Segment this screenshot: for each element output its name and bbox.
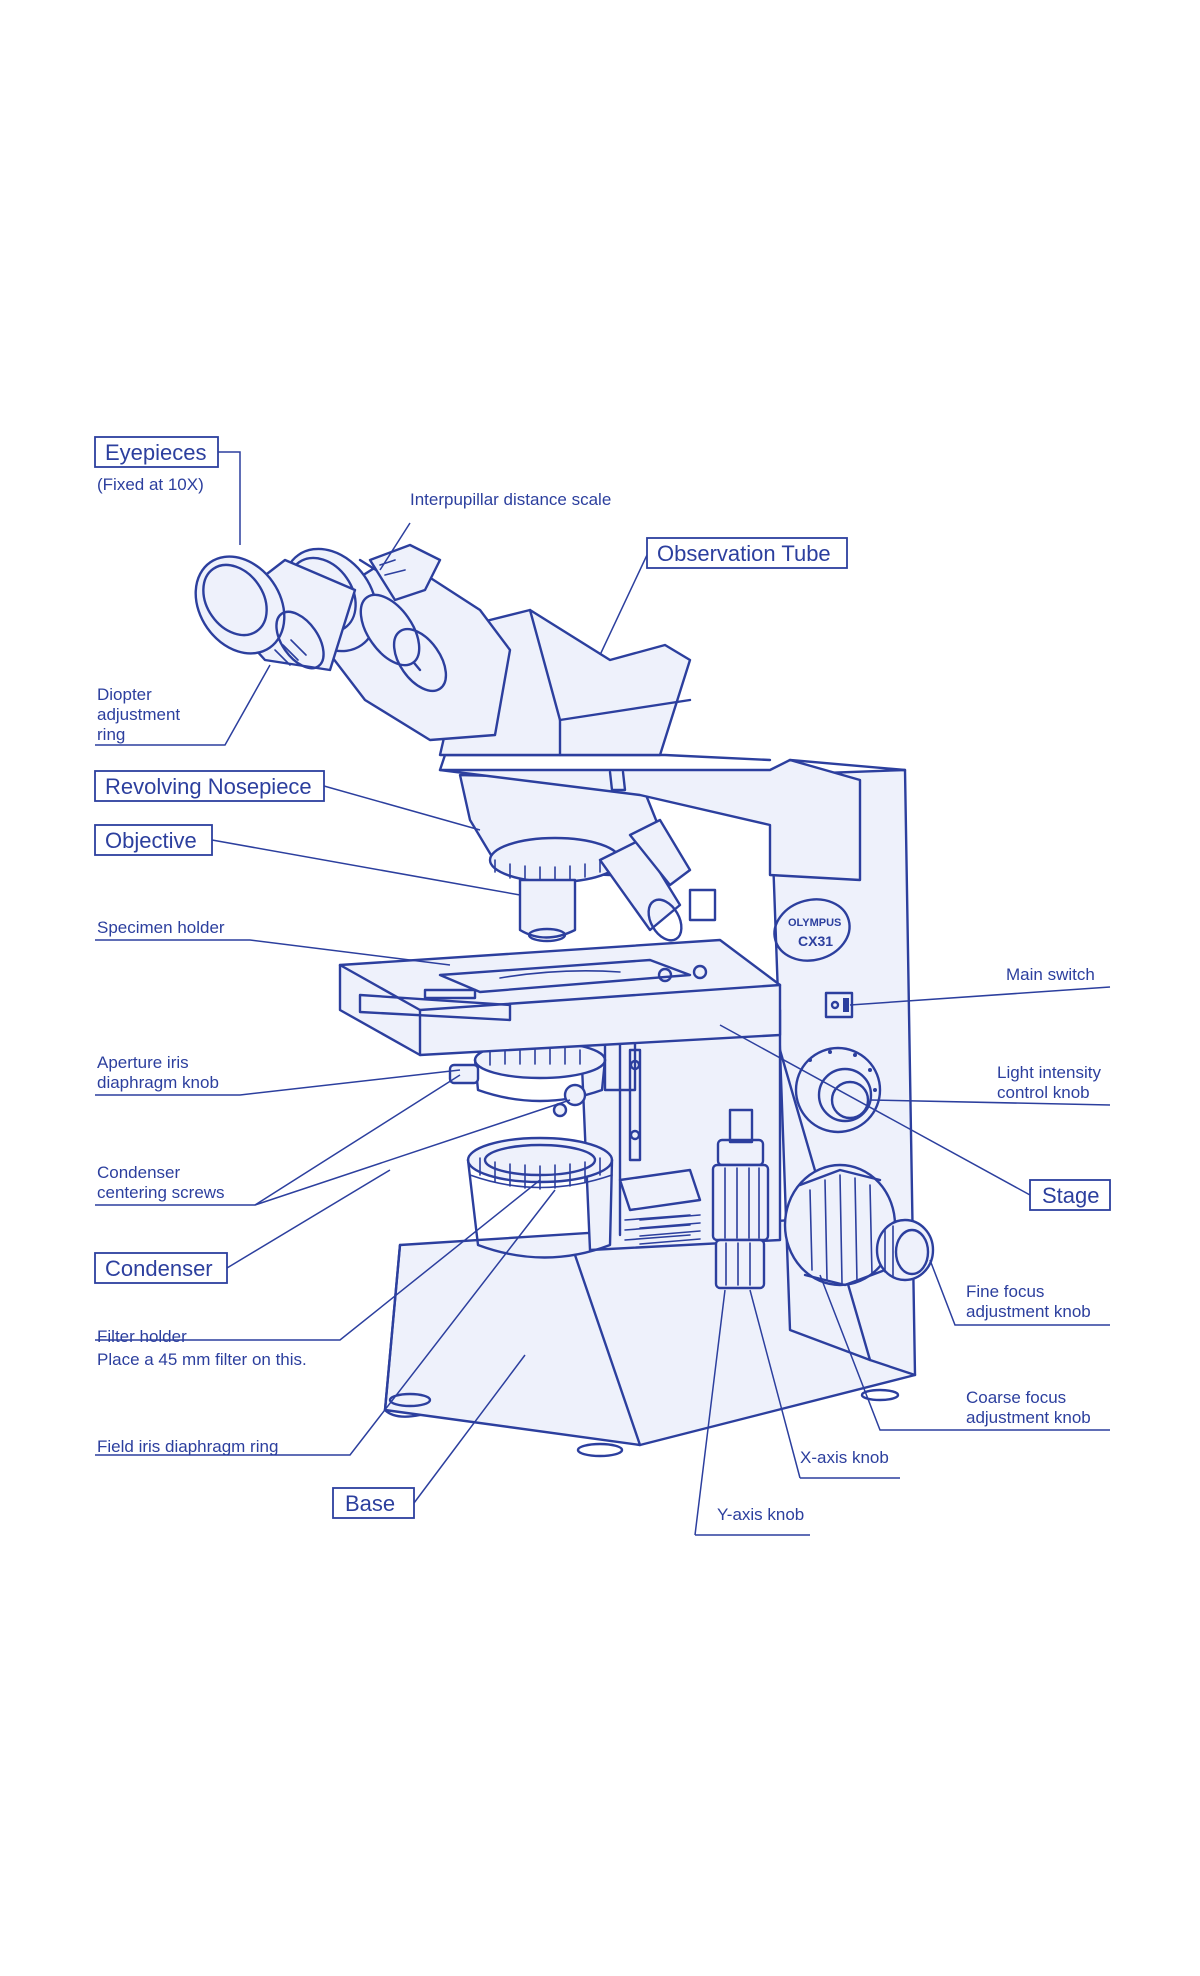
model-name: CX31 bbox=[798, 933, 833, 949]
brand-logo: OLYMPUS CX31 bbox=[773, 898, 851, 962]
microscope-illustration: OLYMPUS CX31 bbox=[194, 543, 935, 1458]
revolving-nosepiece-label-box bbox=[94, 770, 325, 802]
fine-focus-label-line1: Fine focus bbox=[966, 1282, 1044, 1301]
condenser-part bbox=[466, 1136, 702, 1259]
base-label: Base bbox=[345, 1491, 395, 1516]
light-intensity-label-line2: control knob bbox=[997, 1083, 1090, 1102]
observation-tube-label: Observation Tube bbox=[657, 541, 831, 566]
eyepieces-note: (Fixed at 10X) bbox=[97, 475, 204, 494]
observation-tube-label-box bbox=[646, 537, 848, 569]
y-axis-knob-label: Y-axis knob bbox=[717, 1505, 804, 1524]
specimen-holder-label: Specimen holder bbox=[97, 918, 225, 937]
coarse-focus-label-line2: adjustment knob bbox=[966, 1408, 1091, 1427]
condenser-label: Condenser bbox=[105, 1256, 213, 1281]
nosepiece-part bbox=[458, 773, 717, 943]
stage-label-box bbox=[1029, 1179, 1111, 1211]
xy-knobs-part bbox=[711, 1108, 770, 1290]
eyepieces-label: Eyepieces bbox=[105, 440, 207, 465]
x-axis-knob-label: X-axis knob bbox=[800, 1448, 889, 1467]
diopter-label-line3: ring bbox=[97, 725, 125, 744]
filter-holder-label-line2: Place a 45 mm filter on this. bbox=[97, 1350, 307, 1369]
base-label-box bbox=[332, 1487, 415, 1519]
interpupillar-label: Interpupillar distance scale bbox=[410, 490, 611, 509]
focus-knobs-part bbox=[783, 1163, 935, 1287]
coarse-focus-label-line1: Coarse focus bbox=[966, 1388, 1066, 1407]
objective-label: Objective bbox=[105, 828, 197, 853]
diopter-label-line1: Diopter bbox=[97, 685, 152, 704]
leader-lines bbox=[95, 451, 1111, 1536]
light-intensity-knob-part bbox=[794, 1046, 882, 1134]
aperture-label-line1: Aperture iris bbox=[97, 1053, 189, 1072]
fine-focus-label-line2: adjustment knob bbox=[966, 1302, 1091, 1321]
light-intensity-label-line1: Light intensity bbox=[997, 1063, 1101, 1082]
eyepieces-label-box bbox=[94, 436, 219, 468]
labels: Eyepieces (Fixed at 10X) Interpupillar d… bbox=[94, 436, 1111, 1524]
revolving-nosepiece-label: Revolving Nosepiece bbox=[105, 774, 312, 799]
objective-label-box bbox=[94, 824, 213, 856]
condenser-label-box bbox=[94, 1252, 228, 1284]
brand-name: OLYMPUS bbox=[788, 917, 841, 929]
eyepieces-part bbox=[194, 543, 512, 742]
condenser-screws-label-line1: Condenser bbox=[97, 1163, 181, 1182]
aperture-label-line2: diaphragm knob bbox=[97, 1073, 219, 1092]
filter-holder-label-line1: Filter holder bbox=[97, 1327, 187, 1346]
light-port bbox=[639, 1214, 701, 1245]
diopter-label-line2: adjustment bbox=[97, 705, 180, 724]
condenser-screws-label-line2: centering screws bbox=[97, 1183, 225, 1202]
main-switch-label: Main switch bbox=[1006, 965, 1095, 984]
base-body bbox=[383, 1213, 917, 1458]
stage-label: Stage bbox=[1042, 1183, 1100, 1208]
stage-part bbox=[338, 938, 782, 1057]
field-iris-label: Field iris diaphragm ring bbox=[97, 1437, 278, 1456]
